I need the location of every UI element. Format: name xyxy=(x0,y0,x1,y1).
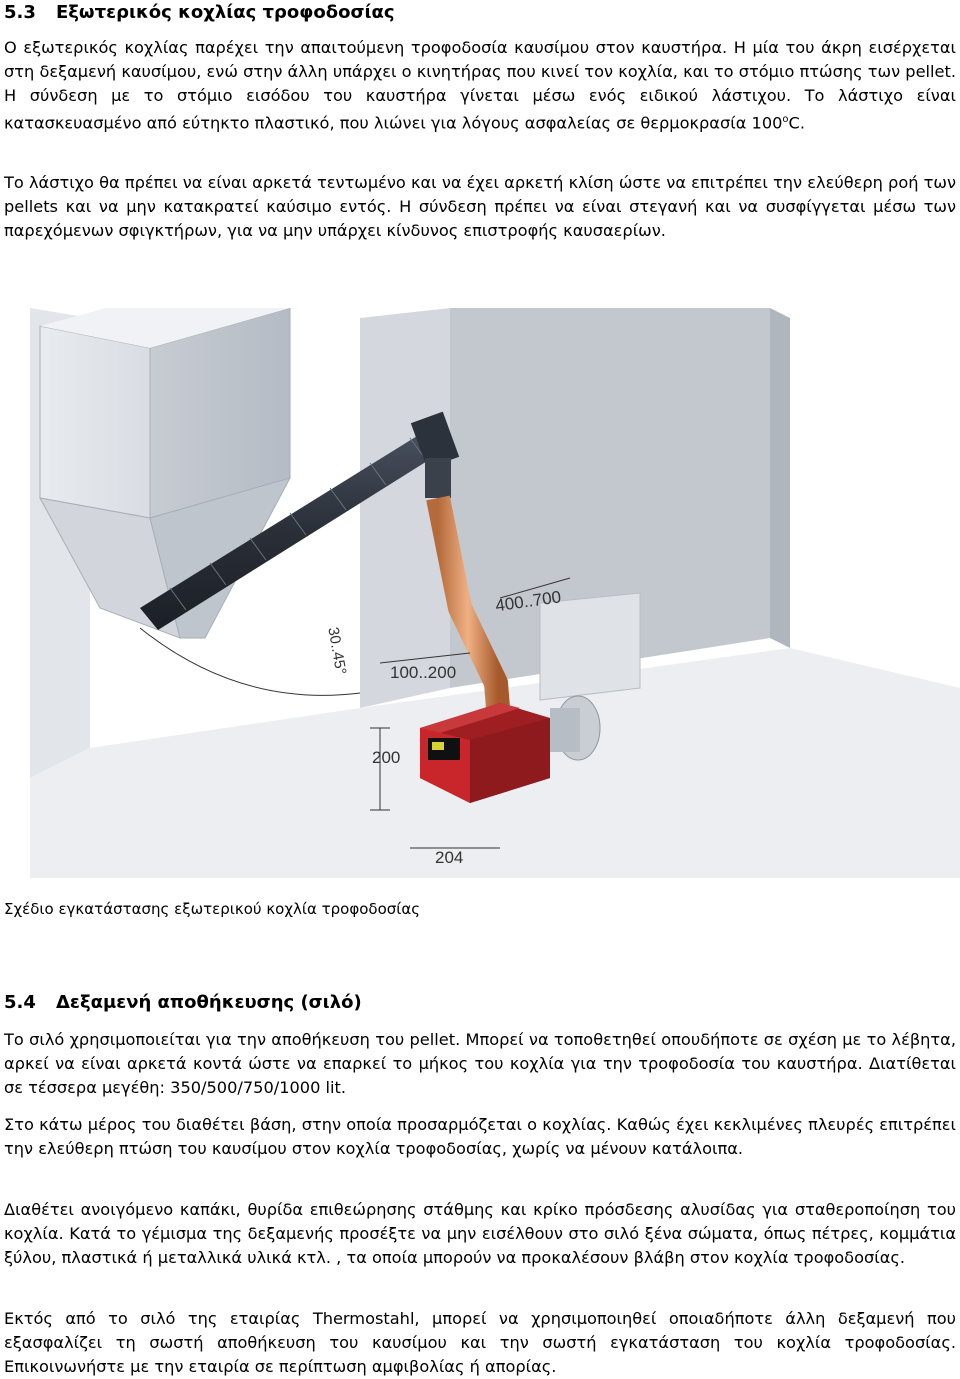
dimension-label-200: 200 xyxy=(372,748,400,767)
paragraph: Εκτός από το σιλό της εταιρίας Thermosta… xyxy=(4,1309,956,1376)
paragraph: Στο κάτω μέρος του διαθέτει βάση, στην ο… xyxy=(4,1115,956,1158)
section-title: Εξωτερικός κοχλίας τροφοδοσίας xyxy=(56,2,395,23)
paragraph: Ο εξωτερικός κοχλίας παρέχει την απαιτού… xyxy=(4,38,956,133)
section-heading-5-3: 5.3 Εξωτερικός κοχλίας τροφοδοσίας xyxy=(4,2,395,23)
paragraph: Διαθέτει ανοιγόμενο καπάκι, θυρίδα επιθε… xyxy=(4,1200,956,1267)
figure-caption: Σχέδιο εγκατάστασης εξωτερικού κοχλία τρ… xyxy=(4,900,421,918)
section-number: 5.4 xyxy=(4,992,36,1013)
section-number: 5.3 xyxy=(4,2,36,23)
dimension-label-204: 204 xyxy=(435,848,463,867)
dimension-label-100-200: 100..200 xyxy=(390,663,456,682)
installation-drawing: 30..45° 400..700 100..200 200 204 xyxy=(30,288,960,878)
section-heading-5-4: 5.4 Δεξαμενή αποθήκευσης (σιλό) xyxy=(4,992,362,1013)
paragraph: Το λάστιχο θα πρέπει να είναι αρκετά τεν… xyxy=(4,173,956,240)
dimension-label-angle: 30..45° xyxy=(324,626,349,676)
paragraph: Το σιλό χρησιμοποιείται για την αποθήκευ… xyxy=(4,1030,956,1097)
section-title: Δεξαμενή αποθήκευσης (σιλό) xyxy=(56,992,362,1013)
